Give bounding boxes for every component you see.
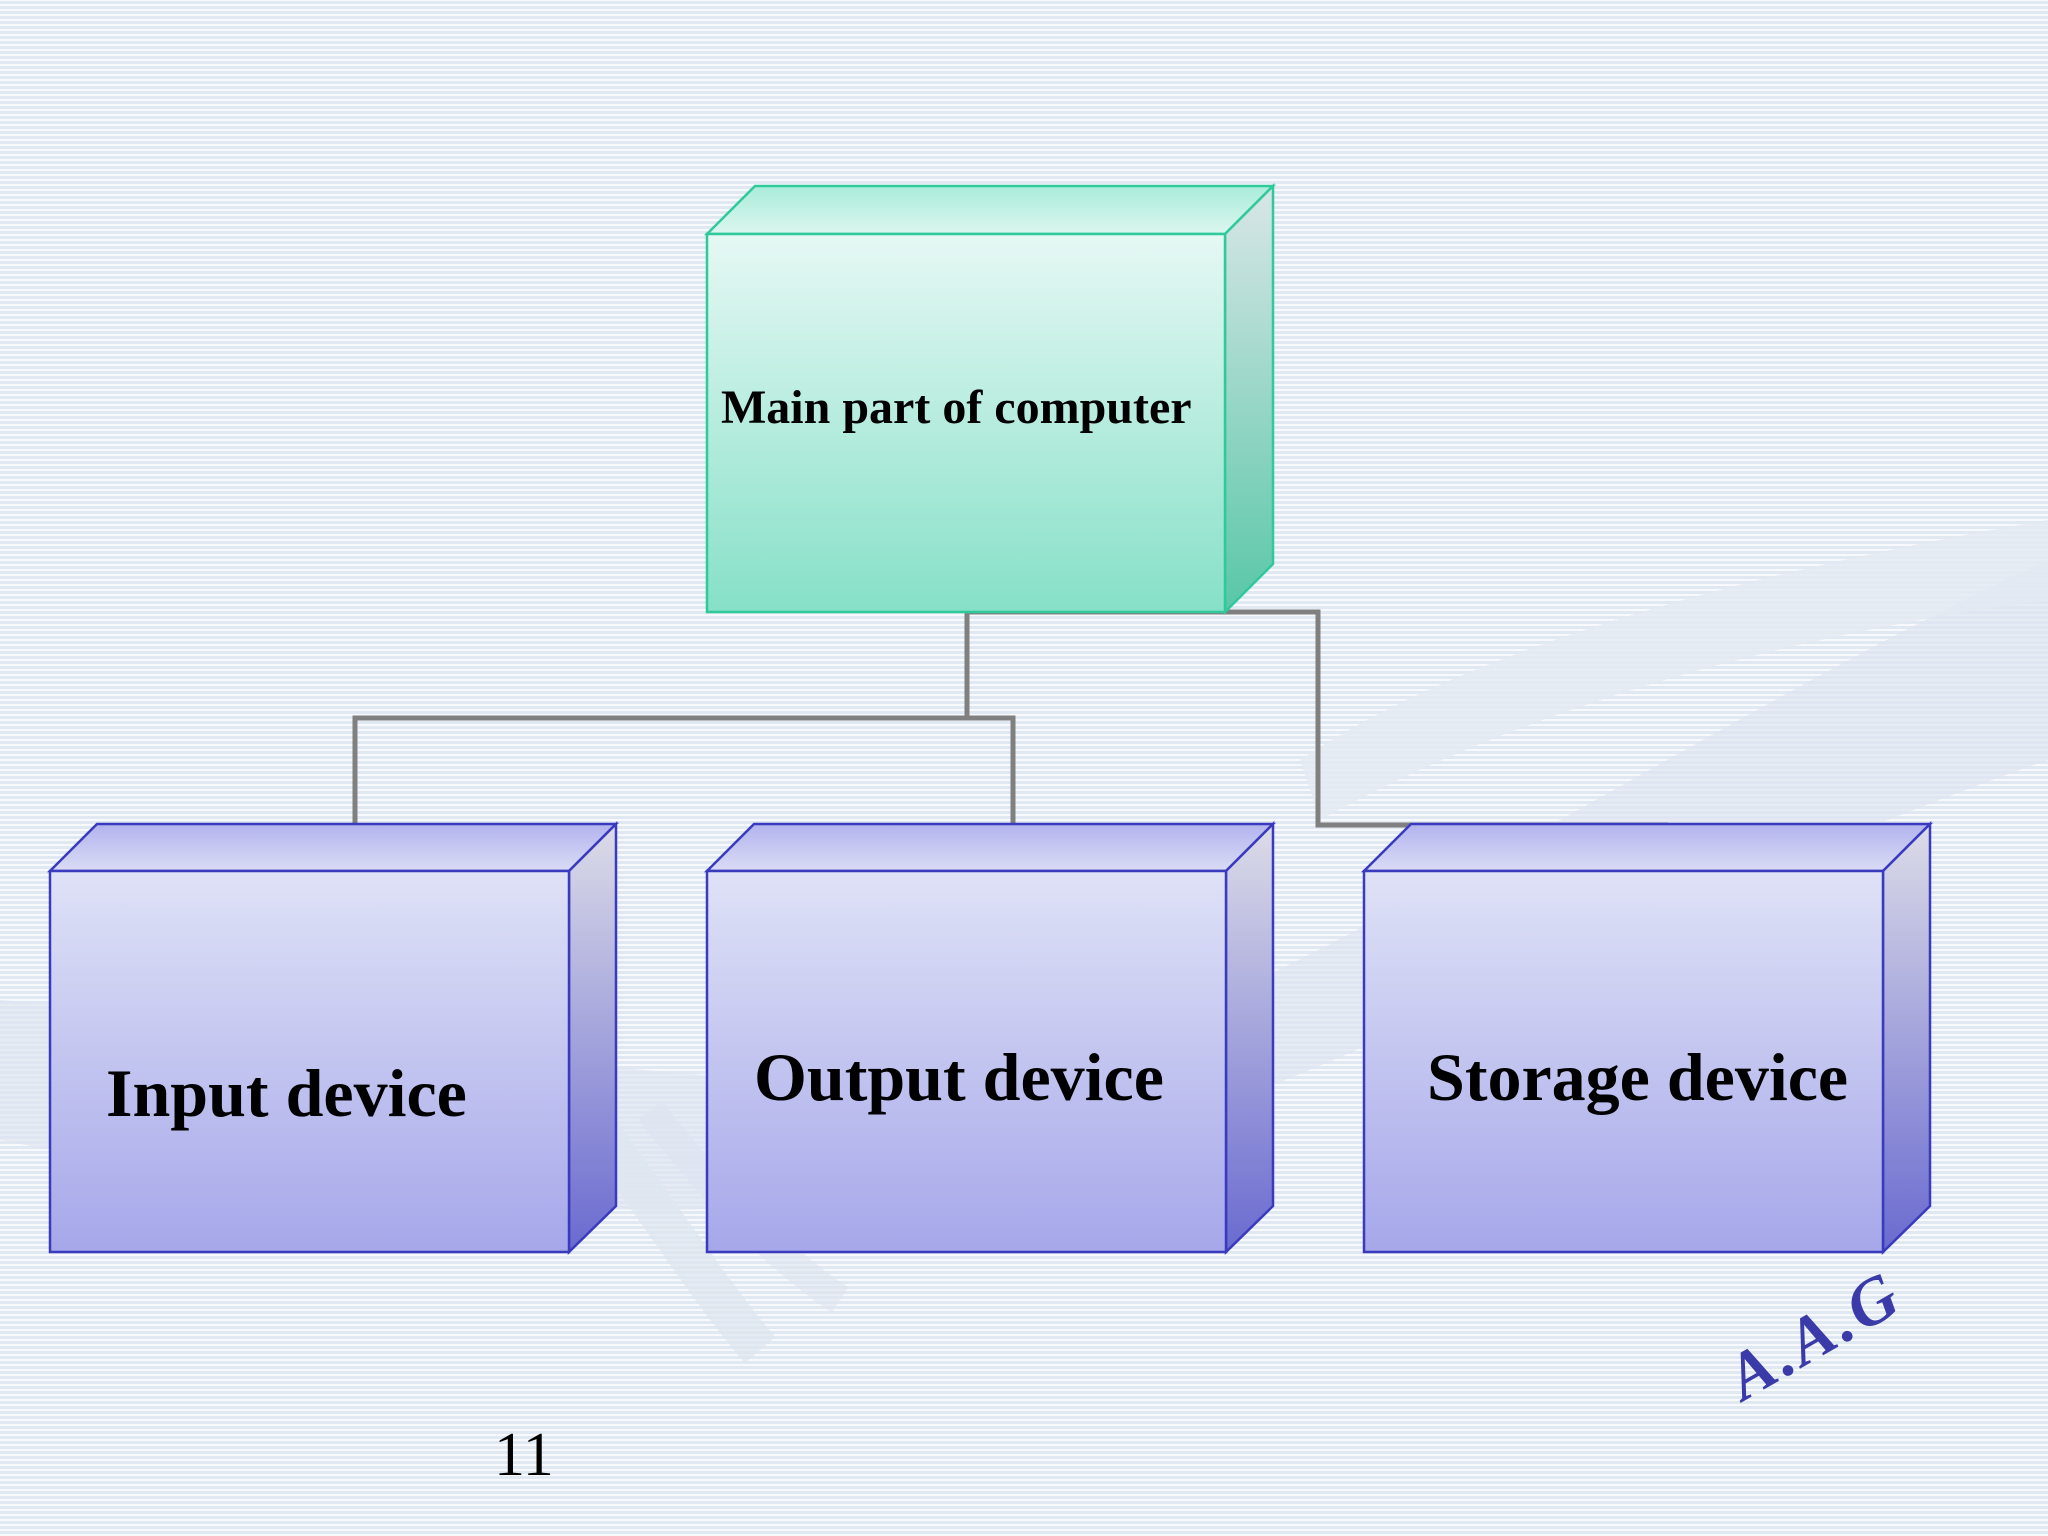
storage-device-box <box>1360 820 1934 1255</box>
input-device-label: Input device <box>106 1054 467 1131</box>
child-node-input-device: Input device <box>46 820 620 1255</box>
child-node-output-device: Output device <box>703 820 1277 1255</box>
root-node-main-part-of-computer: Main part of computer <box>703 182 1277 616</box>
child-node-storage-device: Storage device <box>1360 820 1934 1255</box>
connector-root-to-storage <box>967 609 1668 828</box>
connector-input-branch <box>352 715 1016 825</box>
input-device-box <box>46 820 620 1255</box>
root-node-box <box>703 182 1277 616</box>
root-node-label: Main part of computer <box>721 380 1192 434</box>
output-device-box <box>703 820 1277 1255</box>
storage-device-label: Storage device <box>1427 1038 1849 1115</box>
page-number: 11 <box>494 1421 554 1489</box>
output-device-label: Output device <box>754 1038 1164 1115</box>
